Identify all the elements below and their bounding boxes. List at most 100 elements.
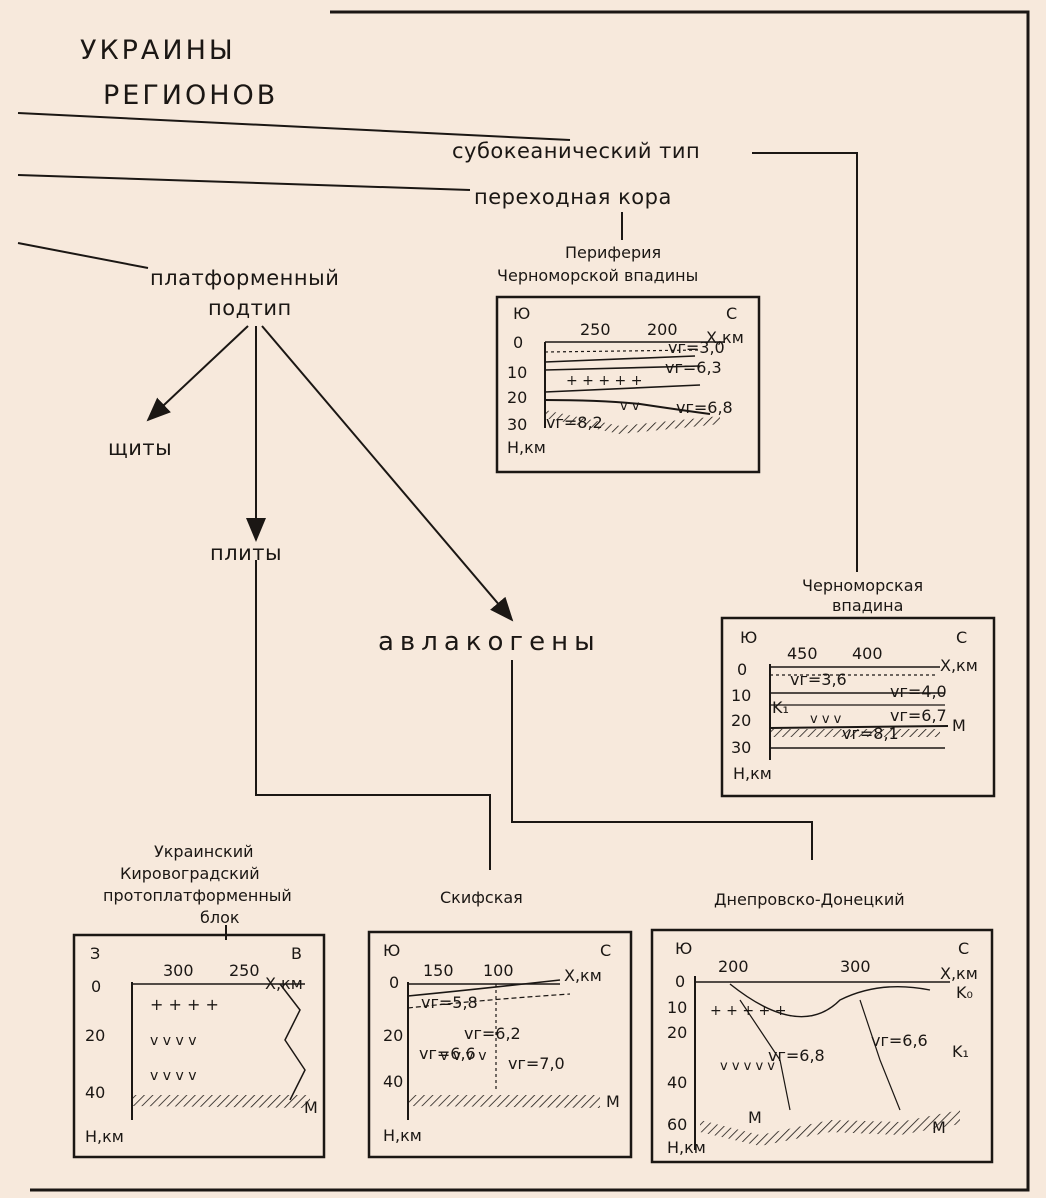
line-platform <box>18 243 148 268</box>
arrow-aulacogens <box>262 326 512 620</box>
scythian-x-tick-1: 150 <box>423 961 454 981</box>
node-subocean: субокеанический тип <box>452 139 700 163</box>
scythian-dir-right: С <box>600 941 611 961</box>
dnieper-x-tick-2: 300 <box>840 957 871 977</box>
periphery-v-2: vг=6,3 <box>665 358 722 378</box>
scythian-x-tick-2: 100 <box>483 961 514 981</box>
caption-ukrainian-2: Кировоградский <box>120 864 260 884</box>
caption-ukrainian-3: протоплатформенный <box>103 886 292 906</box>
scythian-depth-20: 20 <box>383 1026 403 1046</box>
ukrainian-dir-left: З <box>90 944 100 964</box>
dnieper-depth-20: 20 <box>667 1023 687 1043</box>
caption-blacksea-2: впадина <box>832 596 903 616</box>
blacksea-mark-m: M <box>952 716 966 736</box>
periphery-dir-left: Ю <box>513 304 530 324</box>
ukrainian-depth-20: 20 <box>85 1026 105 1046</box>
periphery-depth-10: 10 <box>507 363 527 383</box>
title-line2: РЕГИОНОВ <box>103 80 278 111</box>
blacksea-depth-10: 10 <box>731 686 751 706</box>
dnieper-x-tick-1: 200 <box>718 957 749 977</box>
ukrainian-mark-m: M <box>304 1098 318 1118</box>
svg-text:v v v v v: v v v v v <box>720 1059 775 1074</box>
svg-text:+ + + + +: + + + + + <box>566 373 642 389</box>
svg-text:+ + + + +: + + + + + <box>710 1003 786 1019</box>
periphery-depth-0: 0 <box>513 333 523 353</box>
connector-subocean-blacksea <box>752 153 857 572</box>
dnieper-h-label: H,км <box>667 1138 706 1158</box>
caption-blacksea-1: Черноморская <box>802 576 923 596</box>
blacksea-depth-20: 20 <box>731 711 751 731</box>
scythian-v-4: vг=7,0 <box>508 1054 565 1074</box>
scythian-v-3: vг=6,6 <box>419 1044 476 1064</box>
dnieper-v-2: vг=6,6 <box>871 1031 928 1051</box>
node-platform-1: платформенный <box>150 266 339 290</box>
ukrainian-x-tick-1: 300 <box>163 961 194 981</box>
ukrainian-h-label: H,км <box>85 1127 124 1147</box>
blacksea-x-tick-2: 400 <box>852 644 883 664</box>
node-plates: плиты <box>210 541 282 565</box>
ukrainian-depth-0: 0 <box>91 977 101 997</box>
caption-periphery-1: Периферия <box>565 243 661 263</box>
caption-ukrainian-4: блок <box>200 908 240 928</box>
blacksea-v-4: vг=8,1 <box>842 724 899 744</box>
connector-aulacogen-dnieper <box>512 660 812 860</box>
dnieper-depth-10: 10 <box>667 998 687 1018</box>
dnieper-x-label: X,км <box>940 964 978 984</box>
svg-text:+ + + +: + + + + <box>150 995 219 1014</box>
blacksea-x-tick-1: 450 <box>787 644 818 664</box>
blacksea-h-label: H,км <box>733 764 772 784</box>
periphery-depth-20: 20 <box>507 388 527 408</box>
blacksea-mark-k1: K₁ <box>772 698 789 718</box>
caption-ukrainian-1: Украинский <box>154 842 254 862</box>
blacksea-v-1: vг=3,6 <box>790 670 847 690</box>
scythian-mark-m: M <box>606 1092 620 1112</box>
svg-text:v v v: v v v <box>810 712 842 727</box>
scythian-v-1: vг=5,8 <box>421 993 478 1013</box>
periphery-v-4: vг=8,2 <box>546 413 603 433</box>
periphery-dir-right: С <box>726 304 737 324</box>
dnieper-depth-0: 0 <box>675 972 685 992</box>
svg-text:v v v v: v v v v <box>150 1033 197 1049</box>
dnieper-dir-right: С <box>958 939 969 959</box>
periphery-x-tick-1: 250 <box>580 320 611 340</box>
ukrainian-x-tick-2: 250 <box>229 961 260 981</box>
periphery-h-label: H,км <box>507 438 546 458</box>
node-platform-2: подтип <box>208 296 292 320</box>
line-transit <box>18 175 470 190</box>
scythian-v-2: vг=6,2 <box>464 1024 521 1044</box>
caption-periphery-2: Черноморской впадины <box>497 266 698 286</box>
dnieper-mark-m-left: M <box>748 1108 762 1128</box>
caption-dnieper: Днепровско-Донецкий <box>714 890 905 910</box>
blacksea-dir-right: С <box>956 628 967 648</box>
periphery-depth-30: 30 <box>507 415 527 435</box>
caption-scythian: Скифская <box>440 888 523 908</box>
scythian-depth-40: 40 <box>383 1072 403 1092</box>
blacksea-v-2: vг=4,0 <box>890 682 947 702</box>
blacksea-depth-0: 0 <box>737 660 747 680</box>
dnieper-mark-k0: K₀ <box>956 983 973 1003</box>
ukrainian-dir-right: В <box>291 944 302 964</box>
blacksea-v-3: vг=6,7 <box>890 706 947 726</box>
ukrainian-depth-40: 40 <box>85 1083 105 1103</box>
node-shields: щиты <box>108 436 172 460</box>
svg-text:v v: v v <box>620 399 640 414</box>
scythian-x-label: X,км <box>564 966 602 986</box>
dnieper-depth-40: 40 <box>667 1073 687 1093</box>
dnieper-mark-k1: K₁ <box>952 1042 969 1062</box>
periphery-x-tick-2: 200 <box>647 320 678 340</box>
periphery-v-1: vг=3,0 <box>668 338 725 358</box>
arrow-shields <box>148 326 248 420</box>
node-transit: переходная кора <box>474 185 672 209</box>
scythian-dir-left: Ю <box>383 941 400 961</box>
title-line1: УКРАИНЫ <box>80 35 236 66</box>
svg-text:v v v v: v v v v <box>150 1068 197 1084</box>
periphery-v-3: vг=6,8 <box>676 398 733 418</box>
dnieper-mark-m-right: M <box>932 1118 946 1138</box>
scythian-h-label: H,км <box>383 1126 422 1146</box>
connector-plates-scythian <box>256 560 490 870</box>
scythian-depth-0: 0 <box>389 973 399 993</box>
ukrainian-x-label: X,км <box>265 974 303 994</box>
dnieper-v-1: vг=6,8 <box>768 1046 825 1066</box>
line-subocean <box>18 113 570 140</box>
dnieper-dir-left: Ю <box>675 939 692 959</box>
